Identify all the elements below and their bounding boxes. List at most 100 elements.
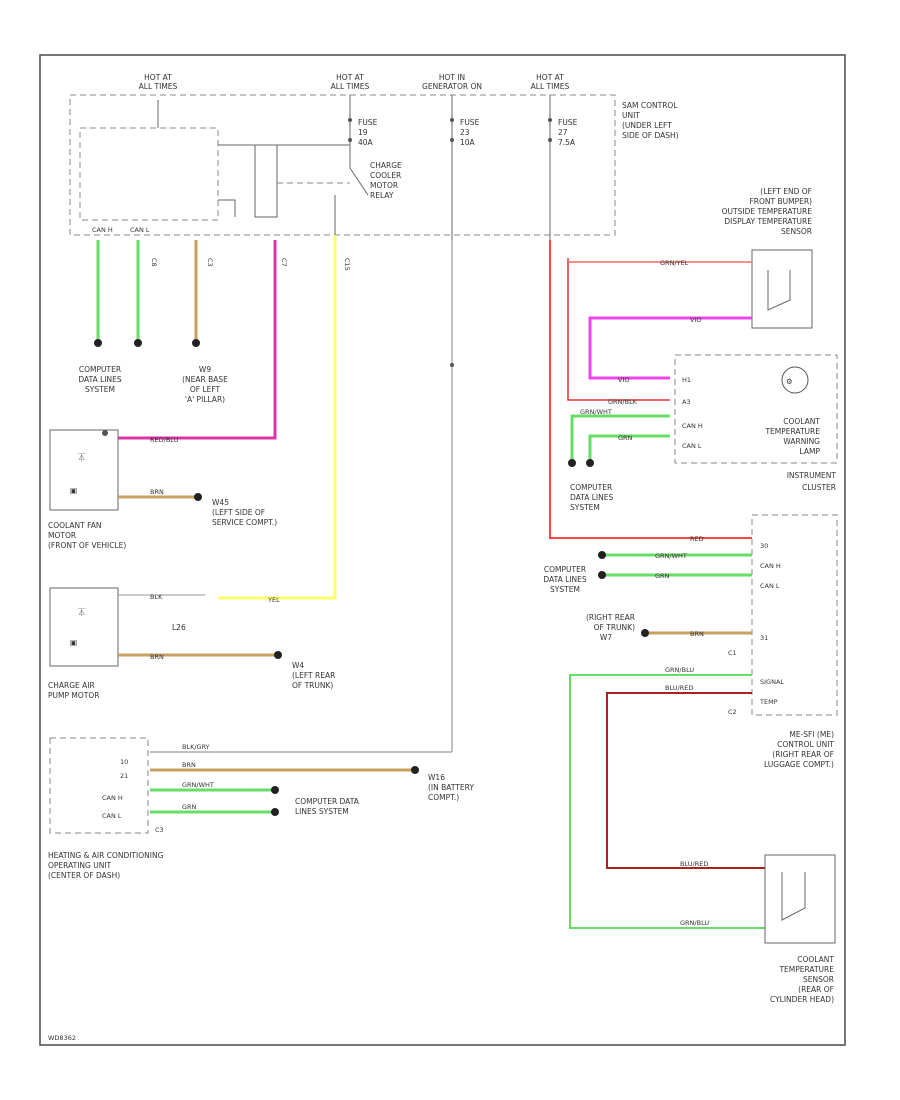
svg-text:INSTRUMENT: INSTRUMENT — [787, 471, 837, 480]
svg-text:BLU/RED: BLU/RED — [680, 860, 708, 868]
svg-text:CAN L: CAN L — [760, 582, 780, 590]
charge-air-pump-label: CHARGE AIR PUMP MOTOR — [48, 681, 99, 700]
svg-text:W4: W4 — [292, 661, 304, 670]
hvac-computer-label: COMPUTER DATA LINES SYSTEM — [295, 797, 360, 816]
svg-text:C3: C3 — [206, 258, 214, 267]
pump-wire-yel-label: YEL — [267, 596, 280, 604]
charge-air-pump-box — [49, 587, 119, 667]
svg-text:CAN L: CAN L — [130, 226, 150, 234]
svg-text:SYSTEM: SYSTEM — [85, 385, 115, 394]
svg-text:(CENTER OF DASH): (CENTER OF DASH) — [48, 871, 120, 880]
fuse-23: FUSE 23 10A — [450, 95, 480, 240]
svg-text:COOLER: COOLER — [370, 171, 401, 180]
svg-text:W9: W9 — [199, 365, 211, 374]
svg-text:CAN L: CAN L — [682, 442, 702, 450]
svg-text:HOT AT: HOT AT — [536, 73, 564, 82]
wire-red-me-sfi — [549, 240, 752, 539]
svg-text:CAN H: CAN H — [102, 794, 123, 802]
coolant-temp-sensor-label: COOLANT TEMPERATURE SENSOR (REAR OF CYLI… — [770, 955, 834, 1004]
svg-text:OF LEFT: OF LEFT — [190, 385, 221, 394]
diagram-frame — [39, 54, 846, 1046]
svg-text:GRN: GRN — [655, 572, 670, 580]
svg-text:GRN/BLU: GRN/BLU — [680, 919, 709, 927]
svg-text:BRN: BRN — [690, 630, 704, 638]
svg-text:HOT AT: HOT AT — [144, 73, 172, 82]
svg-text:SYSTEM: SYSTEM — [550, 585, 580, 594]
svg-text:COMPT.): COMPT.) — [428, 793, 459, 802]
outside-temp-sensor-label: (LEFT END OF FRONT BUMPER) OUTSIDE TEMPE… — [722, 187, 813, 236]
hvac-pin-labels: 10 21 CAN H CAN L C3 — [102, 758, 164, 834]
svg-text:TEMPERATURE: TEMPERATURE — [764, 427, 820, 436]
svg-text:H1: H1 — [682, 376, 691, 384]
svg-text:C3: C3 — [155, 826, 164, 834]
hot-label-3: HOT IN GENERATOR ON — [422, 73, 482, 91]
top-pin-labels: CAN H CAN L C8 C3 C7 C15 — [92, 226, 351, 271]
svg-text:FUSE: FUSE — [358, 118, 378, 127]
svg-text:ALL TIMES: ALL TIMES — [531, 82, 570, 91]
svg-text:CYLINDER HEAD): CYLINDER HEAD) — [770, 995, 834, 1004]
svg-text:CAN H: CAN H — [682, 422, 703, 430]
svg-text:10A: 10A — [460, 138, 476, 147]
svg-text:RED: RED — [690, 535, 704, 543]
svg-text:CAN H: CAN H — [760, 562, 781, 570]
svg-text:OF TRUNK): OF TRUNK) — [292, 681, 333, 690]
coolant-fan-motor-box — [49, 429, 119, 511]
svg-text:OF TRUNK): OF TRUNK) — [594, 623, 635, 632]
svg-text:(IN BATTERY: (IN BATTERY — [428, 783, 474, 792]
svg-text:31: 31 — [760, 634, 768, 642]
svg-text:COMPUTER: COMPUTER — [79, 365, 121, 374]
svg-text:GRN/WHT: GRN/WHT — [182, 781, 214, 789]
svg-text:FUSE: FUSE — [558, 118, 578, 127]
svg-text:C1: C1 — [728, 649, 737, 657]
hot-label-1: HOT AT ALL TIMES — [139, 73, 178, 91]
ground-w7-label: (RIGHT REAR OF TRUNK) W7 — [586, 613, 635, 642]
svg-text:GRN/YEL: GRN/YEL — [660, 259, 689, 267]
svg-text:OPERATING UNIT: OPERATING UNIT — [48, 861, 112, 870]
svg-text:(REAR OF: (REAR OF — [798, 985, 834, 994]
wire-red-blu — [118, 240, 277, 440]
wire-grn-blk-loop — [567, 258, 670, 401]
pump-wire-label-1: BLK — [150, 593, 163, 601]
coolant-fan-motor-label: COOLANT FAN MOTOR (FRONT OF VEHICLE) — [48, 521, 126, 550]
splice-label: L26 — [172, 623, 186, 632]
svg-text:10: 10 — [120, 758, 128, 766]
cluster-wire-can-l — [588, 434, 670, 460]
svg-text:BLK/GRY: BLK/GRY — [182, 743, 210, 751]
svg-text:W7: W7 — [600, 633, 612, 642]
svg-text:TEMP: TEMP — [759, 698, 778, 706]
me-sfi-label: ME-SFI (ME) CONTROL UNIT (RIGHT REAR OF … — [764, 730, 834, 769]
svg-text:FUSE: FUSE — [460, 118, 480, 127]
svg-text:BLU/RED: BLU/RED — [665, 684, 693, 692]
svg-text:C15: C15 — [343, 258, 351, 271]
svg-text:GRN/BLK: GRN/BLK — [608, 398, 638, 406]
svg-text:FRONT BUMPER): FRONT BUMPER) — [749, 197, 812, 206]
relay: CHARGE COOLER MOTOR RELAY — [334, 160, 402, 235]
fuse-19: FUSE 19 40A — [348, 95, 378, 160]
svg-text:SENSOR: SENSOR — [781, 227, 812, 236]
svg-text:SERVICE COMPT.): SERVICE COMPT.) — [212, 518, 277, 527]
svg-text:C8: C8 — [150, 258, 158, 267]
svg-text:W45: W45 — [212, 498, 229, 507]
svg-text:CLUSTER: CLUSTER — [802, 483, 836, 492]
instrument-cluster-box — [674, 354, 838, 464]
coolant-temp-sensor-box — [764, 854, 836, 944]
svg-text:21: 21 — [120, 772, 128, 780]
svg-text:(LEFT REAR: (LEFT REAR — [292, 671, 335, 680]
svg-text:ME-SFI (ME): ME-SFI (ME) — [789, 730, 834, 739]
svg-text:'A' PILLAR): 'A' PILLAR) — [185, 395, 225, 404]
svg-text:40A: 40A — [358, 138, 374, 147]
svg-text:COOLANT: COOLANT — [797, 955, 834, 964]
svg-text:COOLANT: COOLANT — [783, 417, 820, 426]
svg-text:HEATING & AIR CONDITIONING: HEATING & AIR CONDITIONING — [48, 851, 164, 860]
cluster-pin-labels: H1 A3 CAN H CAN L — [682, 376, 703, 450]
ground-w9-label: W9 (NEAR BASE OF LEFT 'A' PILLAR) — [182, 365, 228, 404]
fan-ground-label: W45 (LEFT SIDE OF SERVICE COMPT.) — [212, 498, 277, 527]
svg-text:COMPUTER: COMPUTER — [544, 565, 586, 574]
wire-blu-red-temp — [606, 692, 765, 869]
svg-text:SIGNAL: SIGNAL — [760, 678, 784, 686]
svg-text:CAN H: CAN H — [92, 226, 113, 234]
motor-icon: ▣ — [70, 486, 77, 495]
fan-wire-label-2: BRN — [150, 488, 164, 496]
svg-text:SYSTEM: SYSTEM — [570, 503, 600, 512]
svg-text:SENSOR: SENSOR — [803, 975, 834, 984]
